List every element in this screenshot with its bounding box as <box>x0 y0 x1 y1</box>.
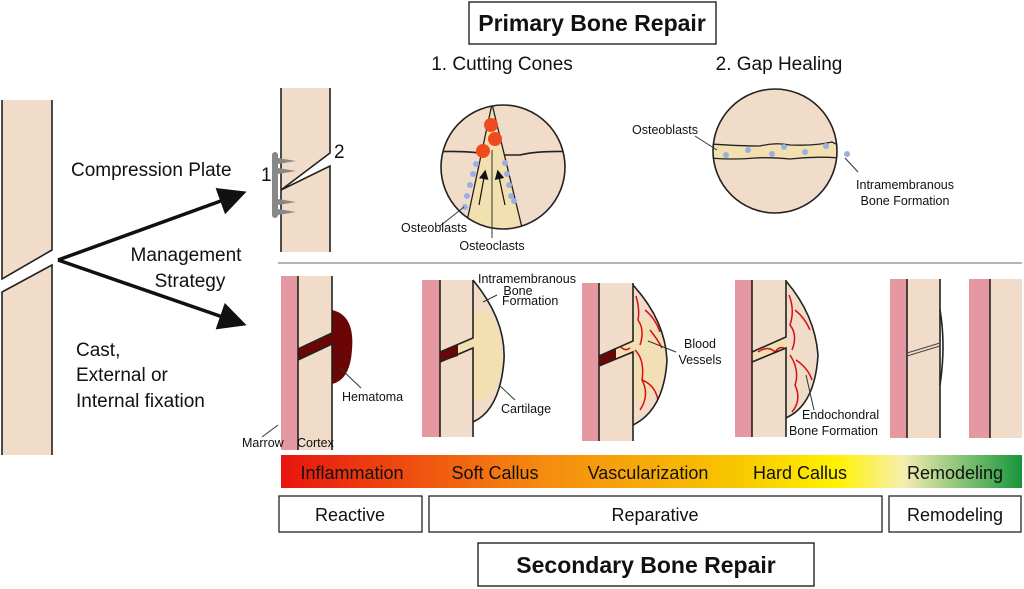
stage-hard-callus: Endochondral Bone Formation <box>735 280 879 438</box>
cutting-cones-circle: Osteoblasts Osteoclasts <box>401 104 566 253</box>
fractured-bone <box>1 100 53 455</box>
intramembranous-label-2: Bone <box>503 284 532 298</box>
phase-reactive: Reactive <box>315 505 385 525</box>
gap-healing-circle: Osteoblasts Intramembranous Bone Formati… <box>632 88 954 214</box>
intramembranous-label-gap-1: Intramembranous <box>856 178 954 192</box>
phase-reparative: Reparative <box>611 505 698 525</box>
stage-soft-callus-label: Soft Callus <box>451 463 538 483</box>
gap-healing-title: 2. Gap Healing <box>716 54 843 75</box>
phase-remodeling: Remodeling <box>907 505 1003 525</box>
primary-title-box: Primary Bone Repair <box>468 1 717 45</box>
secondary-title: Secondary Bone Repair <box>516 552 776 578</box>
cast-label-2: External or <box>76 365 169 386</box>
cutting-cones-title: 1. Cutting Cones <box>431 54 573 75</box>
plated-bone: 1 2 <box>261 88 345 252</box>
cast-label-1: Cast, <box>76 340 120 361</box>
marrow-label: Marrow <box>242 436 285 450</box>
stage-gradient-bar <box>281 455 1022 488</box>
compression-plate-label: Compression Plate <box>71 160 232 181</box>
intramembranous-label-3: Formation <box>502 294 558 308</box>
phase-remodeling-box <box>888 495 1022 533</box>
stage-remodeling <box>890 279 944 438</box>
management-arrows <box>57 187 247 330</box>
blood-vessels-label-1: Blood <box>684 337 716 351</box>
cortex-label: Cortex <box>297 436 335 450</box>
secondary-title-box <box>477 542 815 587</box>
osteoclasts-label: Osteoclasts <box>459 239 524 253</box>
hematoma-label: Hematoma <box>342 390 403 404</box>
stage-hematoma: Hematoma Marrow Cortex <box>242 276 403 450</box>
phase-reparative-box <box>428 495 883 533</box>
phase-reactive-box <box>278 495 423 533</box>
stage-remodeling-label: Remodeling <box>907 463 1003 483</box>
blood-vessels-label-2: Vessels <box>678 353 721 367</box>
cartilage-label: Cartilage <box>501 402 551 416</box>
stage-soft-callus: Intramembranous Bone Formation Cartilage <box>422 272 576 437</box>
endochondral-label-1: Endochondral <box>802 408 879 422</box>
osteoblasts-label-cones: Osteoblasts <box>401 221 467 235</box>
strategy-label-1: Management <box>131 245 243 266</box>
stage-hard-callus-label: Hard Callus <box>753 463 847 483</box>
stage-vascularization-label: Vascularization <box>588 463 709 483</box>
marker-2: 2 <box>334 142 345 163</box>
intramembranous-label-1: Intramembranous <box>478 272 576 286</box>
endochondral-label-2: Bone Formation <box>789 424 878 438</box>
cast-label-3: Internal fixation <box>76 391 205 412</box>
stage-inflammation: Inflammation <box>300 463 403 483</box>
marker-1: 1 <box>261 165 272 186</box>
primary-title: Primary Bone Repair <box>478 10 706 36</box>
intramembranous-label-gap-2: Bone Formation <box>861 194 950 208</box>
strategy-label-2: Strategy <box>155 271 226 292</box>
osteoblasts-label-gap: Osteoblasts <box>632 123 698 137</box>
stage-vascularization: Blood Vessels <box>582 283 722 441</box>
compression-plate <box>272 152 278 218</box>
stage-healed <box>969 279 1022 438</box>
